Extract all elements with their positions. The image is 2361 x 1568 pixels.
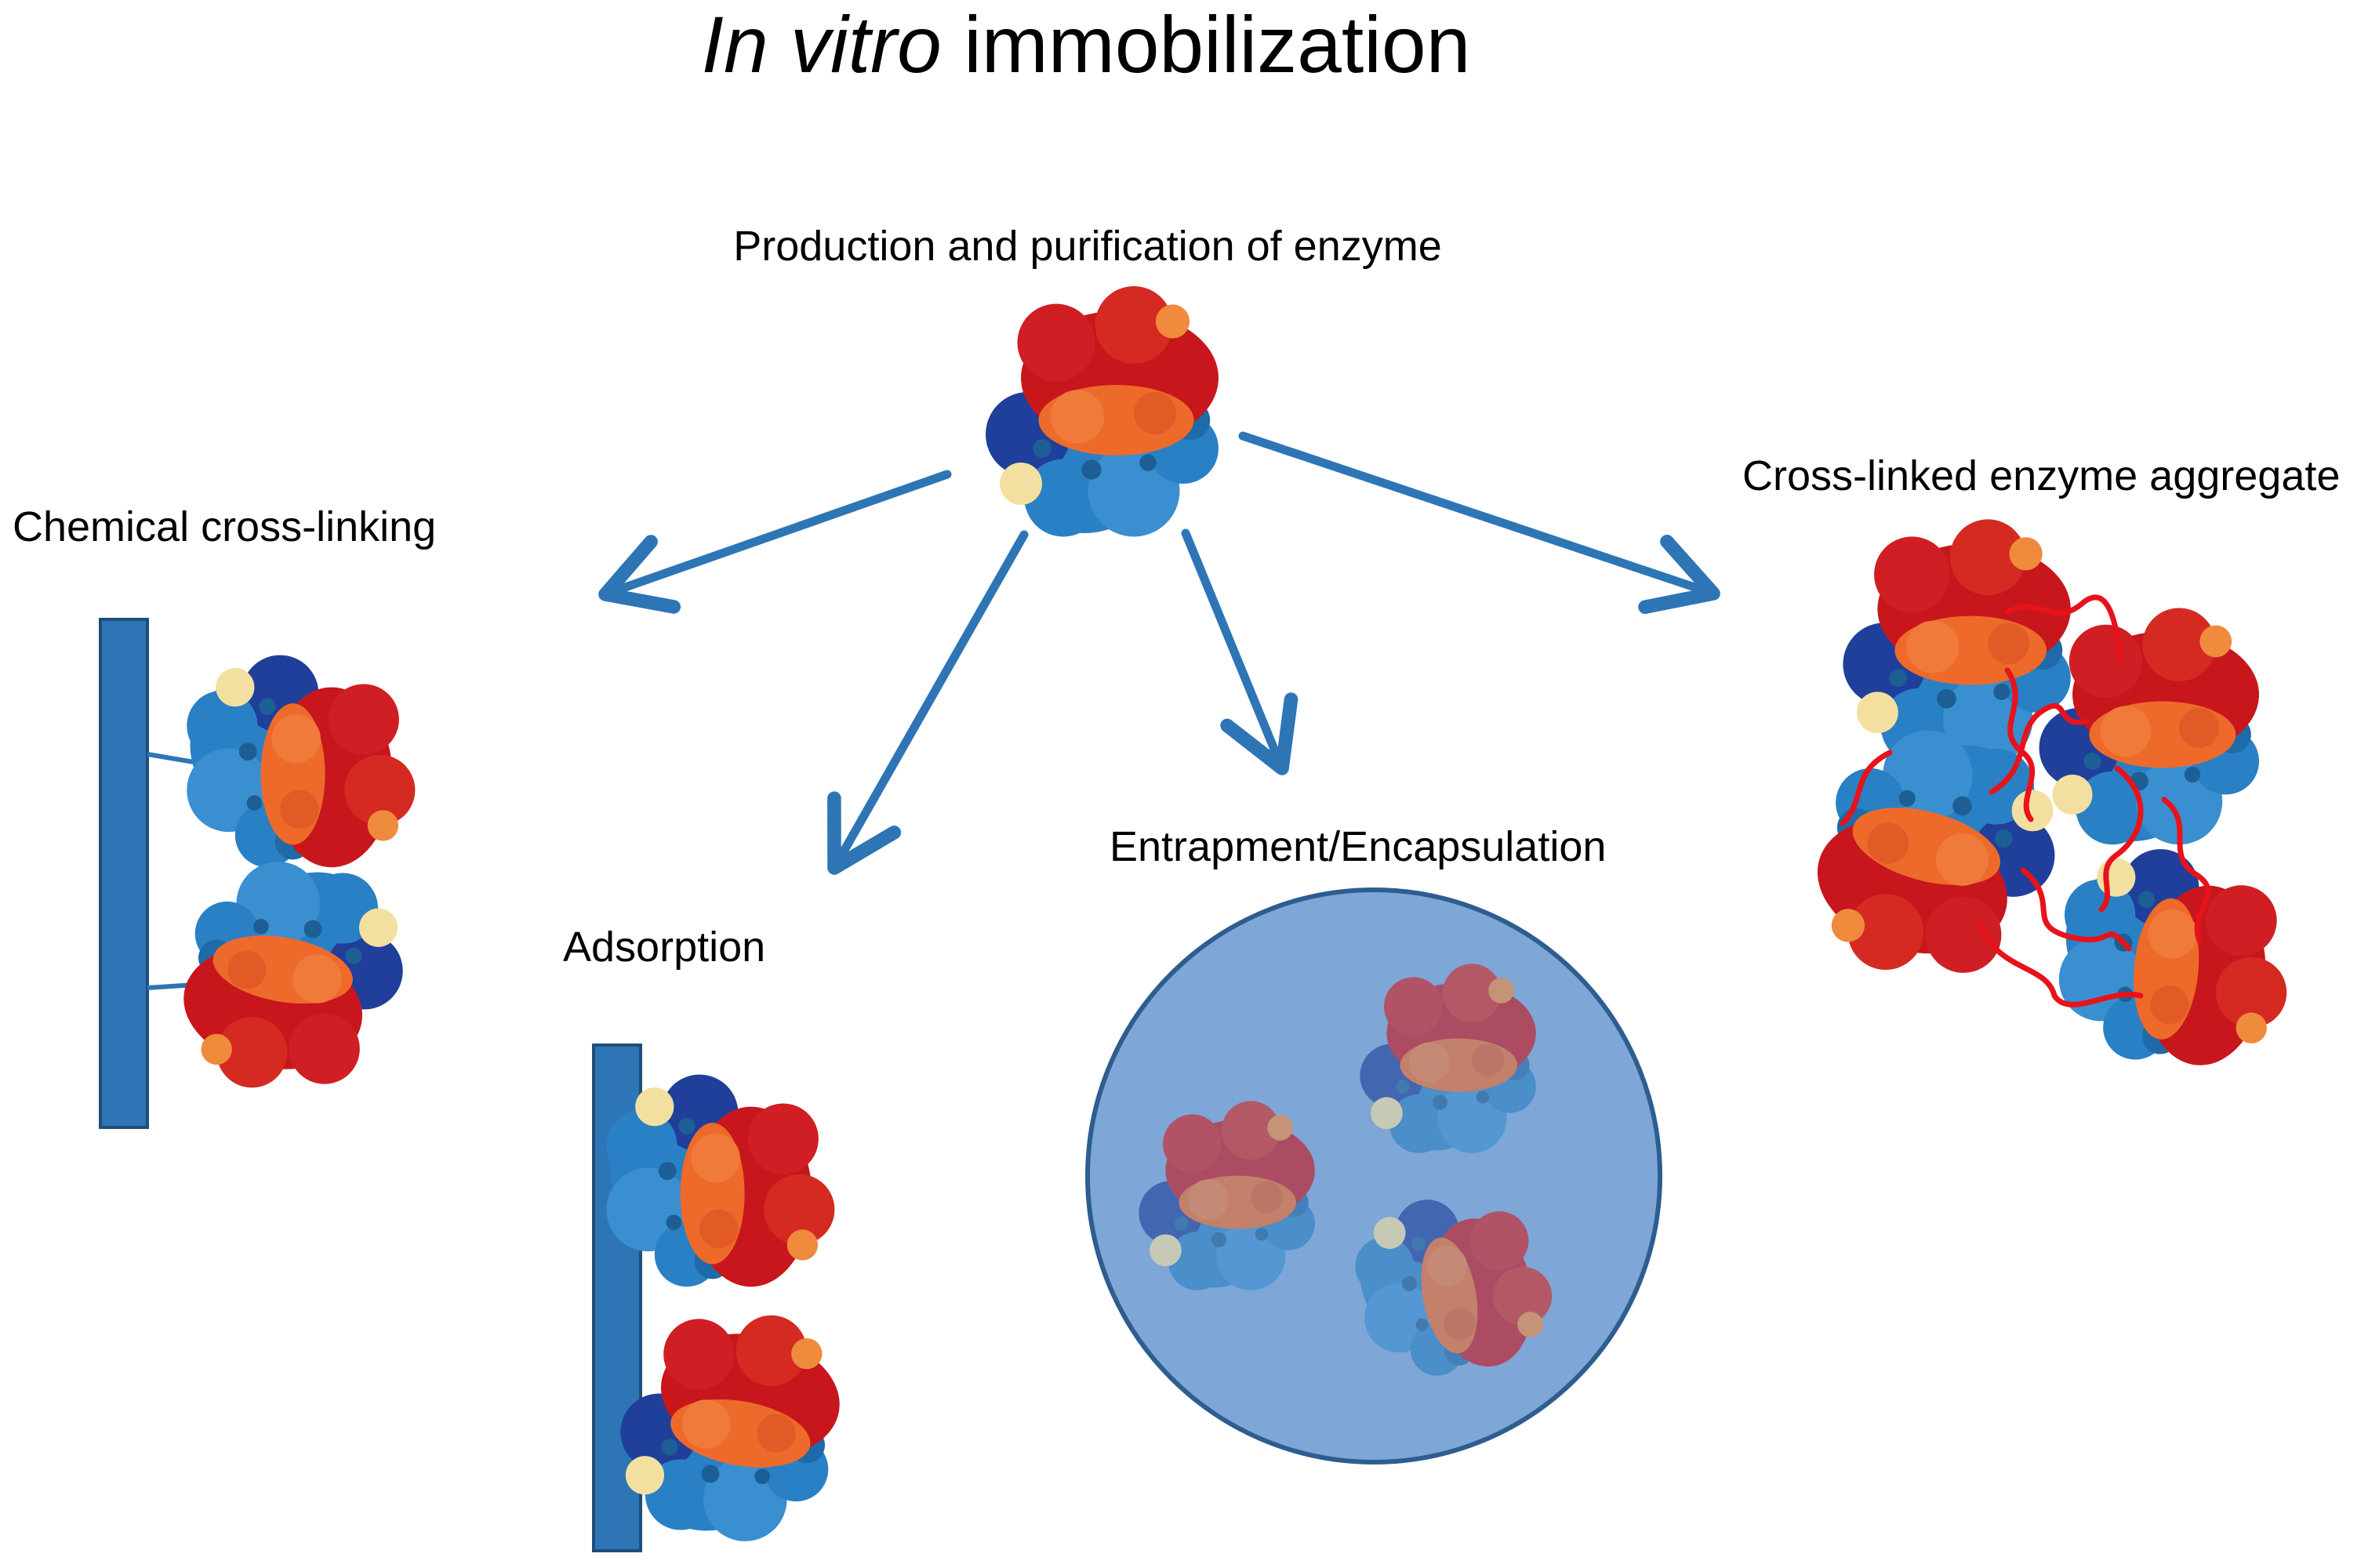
adsorption-label: Adsorption — [563, 924, 765, 971]
source-label: Production and purification of enzyme — [733, 223, 1442, 270]
diagram-title: In vitro immobilization — [702, 0, 1471, 89]
chemical-label: Chemical cross-linking — [13, 503, 436, 550]
chemical-enzyme-1 — [187, 655, 416, 868]
clea-enzyme-3 — [1796, 710, 2079, 1007]
arrow-to-chemical — [598, 470, 952, 614]
chemical-enzyme-2 — [169, 848, 419, 1111]
arrow-to-clea — [1238, 431, 1720, 615]
diagram-title-rest: immobilization — [942, 0, 1471, 89]
method-arrows — [598, 431, 1720, 875]
crosslinks — [1840, 594, 2211, 1007]
entrapment-label: Entrapment/Encapsulation — [1110, 823, 1606, 870]
clea-enzyme-1 — [1843, 519, 2071, 764]
arrow-to-adsorption — [827, 530, 1029, 875]
clea-label: Cross-linked enzyme aggregate — [1742, 452, 2340, 499]
clea-enzyme-2 — [2039, 608, 2259, 845]
clea-enzyme-4 — [2052, 840, 2299, 1073]
chemical-support — [99, 618, 149, 1129]
diagram-title-italic: In vitro — [702, 0, 942, 89]
arrow-to-entrapment — [1181, 528, 1299, 775]
source-enzyme — [986, 286, 1219, 537]
